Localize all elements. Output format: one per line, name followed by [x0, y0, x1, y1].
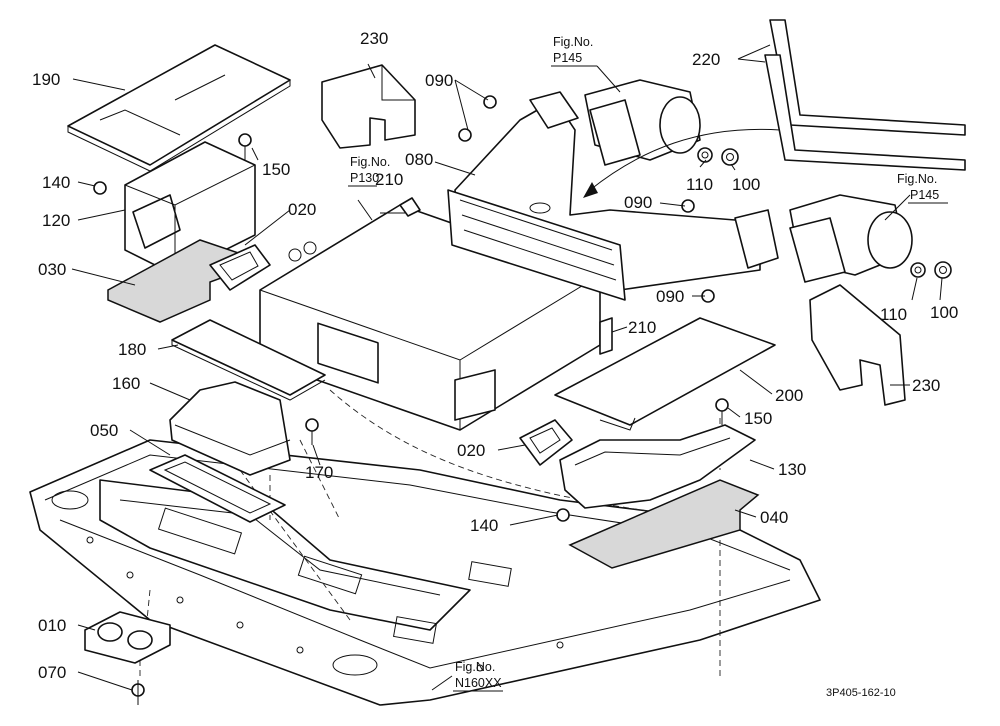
- label-020-center: 020: [457, 441, 485, 460]
- screw-170: [305, 418, 319, 445]
- label-150-top: 150: [262, 160, 290, 179]
- figref-p145-right: Fig.No. P145: [897, 172, 948, 204]
- part-040-gasket: [568, 479, 760, 569]
- label-210-right: 210: [628, 318, 656, 337]
- leader-lines: [71, 44, 943, 691]
- svg-text:P145: P145: [910, 188, 939, 202]
- label-200: 200: [775, 386, 803, 405]
- part-050-frame: [149, 454, 286, 523]
- label-100-right: 100: [930, 303, 958, 322]
- label-180: 180: [118, 340, 146, 359]
- label-190: 190: [32, 70, 60, 89]
- svg-text:P130: P130: [350, 171, 379, 185]
- label-150-right: 150: [744, 409, 772, 428]
- svg-text:Fig.No.: Fig.No.: [455, 660, 495, 674]
- label-100-top: 100: [732, 175, 760, 194]
- part-220-straps: [764, 19, 966, 171]
- screw-150-top: [238, 133, 252, 160]
- nut-100-top: [721, 148, 739, 166]
- label-220: 220: [692, 50, 720, 69]
- screw-150-right: [715, 398, 729, 425]
- part-130-duct: [559, 424, 756, 509]
- part-190-cover-plate: [67, 44, 291, 172]
- label-160: 160: [112, 374, 140, 393]
- label-090-top: 090: [425, 71, 453, 90]
- bolt-090-a: [483, 95, 497, 109]
- drawing-code: 3P405-162-10: [826, 687, 896, 699]
- figref-n160xx: Fig.No. N160XX: [453, 660, 503, 692]
- label-020-left: 020: [288, 200, 316, 219]
- part-020-seal-center: [519, 419, 573, 466]
- bolt-140-right: [556, 508, 570, 522]
- label-110-top: 110: [686, 175, 713, 194]
- label-140-right: 140: [470, 516, 498, 535]
- label-090-low: 090: [656, 287, 684, 306]
- washer-110-top: [697, 147, 713, 163]
- assembly-arrow: [583, 128, 781, 198]
- washer-110-right: [910, 262, 926, 278]
- part-230-block-right: [809, 284, 906, 406]
- label-010: 010: [38, 616, 66, 635]
- part-180-plate: [171, 319, 326, 401]
- label-110-right: 110: [880, 305, 907, 324]
- label-080: 080: [405, 150, 433, 169]
- part-230-block-top: [321, 64, 416, 149]
- label-210-top: 210: [375, 170, 403, 189]
- part-010-lamp: [84, 611, 171, 664]
- part-210-clip: [599, 317, 613, 355]
- svg-text:Fig.No.: Fig.No.: [350, 155, 390, 169]
- label-120: 120: [42, 211, 70, 230]
- part-200-plate: [554, 317, 776, 431]
- figure-references: Fig.No. P145 Fig.No. P145 Fig.No. P130 F…: [348, 35, 948, 692]
- svg-text:P145: P145: [553, 51, 582, 65]
- fasteners: [93, 95, 952, 705]
- blower-unit-right: [789, 194, 913, 283]
- nut-100-right: [934, 261, 952, 279]
- bolt-140-left: [93, 181, 107, 195]
- label-030: 030: [38, 260, 66, 279]
- bolt-090-b: [458, 128, 472, 142]
- label-130: 130: [778, 460, 806, 479]
- figref-p130: Fig.No. P130: [348, 155, 390, 221]
- part-020-seal-left: [209, 244, 271, 291]
- label-230-top: 230: [360, 29, 388, 48]
- label-070: 070: [38, 663, 66, 682]
- label-040: 040: [760, 508, 788, 527]
- part-160-cover: [169, 381, 291, 476]
- svg-text:Fig.No.: Fig.No.: [553, 35, 593, 49]
- svg-text:N160XX: N160XX: [455, 676, 502, 690]
- label-050: 050: [90, 421, 118, 440]
- screw-070: [131, 680, 145, 705]
- label-090-mid: 090: [624, 193, 652, 212]
- blower-unit-top: [584, 79, 701, 166]
- figref-p145-top: Fig.No. P145: [551, 35, 597, 67]
- label-140-left: 140: [42, 173, 70, 192]
- label-230-right: 230: [912, 376, 940, 395]
- svg-text:Fig.No.: Fig.No.: [897, 172, 937, 186]
- label-170: 170: [305, 463, 333, 482]
- part-080-main-duct: [447, 91, 779, 301]
- part-labels: 190 140 120 030 150 020 230 090 080 210 …: [32, 29, 958, 682]
